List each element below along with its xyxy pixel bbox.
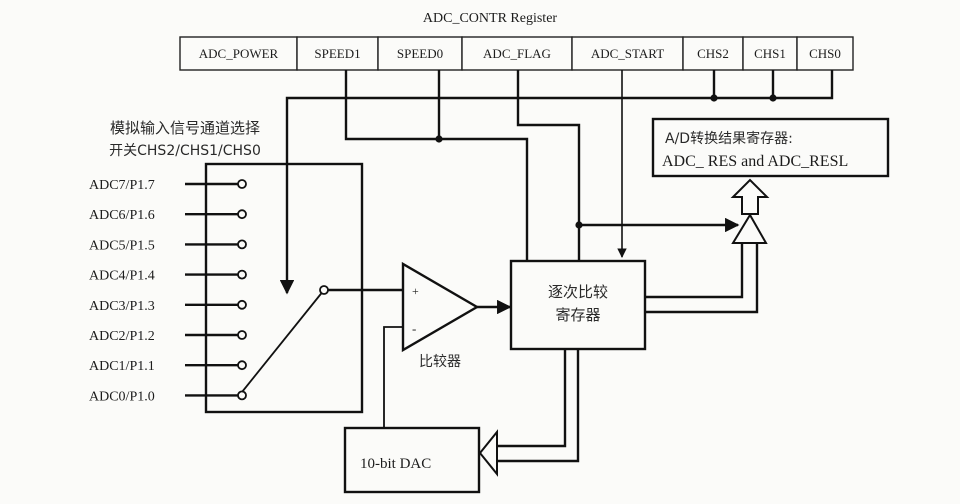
register-bit-chs0: CHS0	[809, 46, 841, 61]
register-bit-cell	[682, 36, 744, 71]
channel-label: ADC4/P1.4	[89, 269, 155, 284]
channel-terminal	[237, 330, 247, 340]
switch-pivot	[319, 285, 329, 295]
control-wiring	[279, 70, 834, 295]
channel-label: ADC7/P1.7	[89, 178, 155, 193]
comparator-plus: +	[412, 284, 419, 298]
register-bit-fields: ADC_POWER SPEED1 SPEED0 ADC_FLAG ADC_START CH…	[179, 36, 854, 71]
channel-terminal	[237, 209, 247, 220]
sar-label-line2: 寄存器	[555, 306, 600, 324]
output-latch-triangle	[731, 213, 768, 244]
channel-label: ADC1/P1.1	[89, 359, 155, 374]
channel-label: ADC0/P1.0	[89, 389, 155, 404]
data-bus-arrow	[730, 178, 770, 215]
sar-register-block	[509, 259, 647, 351]
register-bit-cell	[742, 36, 798, 71]
register-bit-adc-flag: ADC_FLAG	[483, 46, 551, 61]
junction-dot	[769, 94, 777, 102]
sar-label-line1: 逐次比较	[548, 283, 608, 301]
junction-dot	[435, 135, 443, 143]
register-title: ADC_CONTR Register	[423, 11, 558, 26]
channel-label: ADC3/P1.3	[89, 299, 155, 314]
channel-label: ADC6/P1.6	[89, 208, 155, 223]
dac-data-bus-arrow	[478, 429, 498, 477]
register-bit-adc-power: ADC_POWER	[199, 46, 279, 61]
channel-select-switch-box	[204, 162, 364, 414]
register-bit-cell	[377, 36, 463, 71]
result-register-block	[651, 117, 890, 178]
register-bit-cell	[296, 36, 379, 71]
register-bit-speed1: SPEED1	[314, 46, 360, 61]
channel-label: ADC5/P1.5	[89, 238, 155, 253]
switch-arm	[241, 289, 325, 393]
channel-terminal	[237, 299, 247, 310]
channel-terminal	[237, 269, 247, 280]
register-bit-cell	[179, 36, 298, 71]
register-bit-chs2: CHS2	[697, 46, 729, 61]
register-bit-speed0: SPEED0	[397, 46, 443, 61]
register-bit-adc-start: ADC_START	[591, 46, 664, 61]
mux-caption-line1: 模拟输入信号通道选择	[110, 119, 260, 137]
comparator-label: 比较器	[419, 354, 461, 370]
result-label-line2: ADC_ RES and ADC_RESL	[662, 153, 848, 170]
register-bit-chs1: CHS1	[754, 46, 786, 61]
channel-terminal	[237, 179, 247, 189]
register-bit-cell	[796, 36, 854, 71]
junction-dot	[710, 94, 718, 102]
dac-label: 10-bit DAC	[360, 456, 431, 472]
channel-terminal	[237, 239, 247, 250]
junction-dot	[575, 221, 583, 229]
channel-terminal	[237, 360, 247, 371]
result-label-line1: A/D转换结果寄存器:	[665, 130, 793, 147]
channel-terminal	[237, 390, 247, 401]
dac-block	[343, 426, 481, 494]
mux-caption-line2: 开关CHS2/CHS1/CHS0	[109, 143, 261, 159]
register-bit-cell	[571, 36, 684, 71]
analog-input-channels: ADC7/P1.7ADC6/P1.6ADC5/P1.5ADC4/P1.4ADC3…	[89, 178, 247, 404]
comparator-symbol	[401, 261, 480, 353]
comparator-minus: -	[412, 321, 416, 336]
channel-label: ADC2/P1.2	[89, 329, 155, 344]
